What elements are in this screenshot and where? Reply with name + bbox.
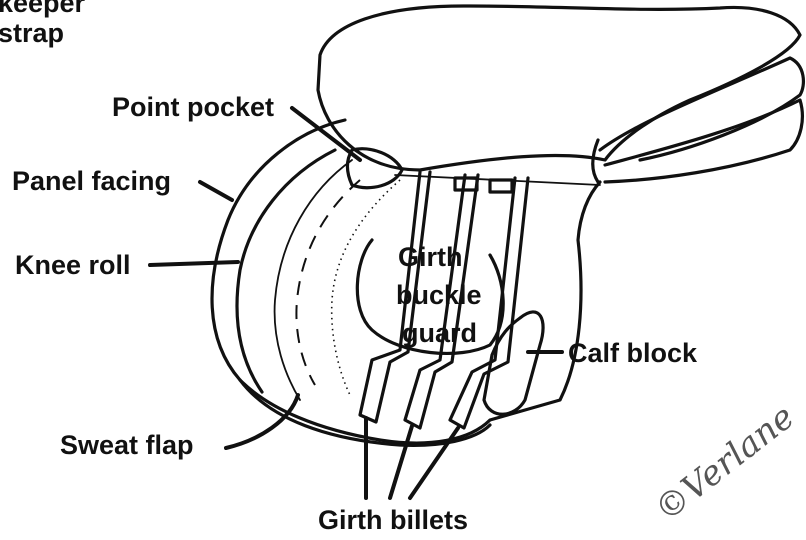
label-keeper-strap-line2: strap: [0, 18, 64, 49]
leader-knee-roll: [150, 262, 238, 265]
label-girth-buckle-guard-line3: guard: [402, 318, 477, 349]
label-knee-roll: Knee roll: [15, 250, 131, 281]
keeper-loop-2: [490, 180, 512, 192]
keeper-loop-1: [455, 178, 477, 190]
leader-panel-facing: [200, 182, 232, 200]
label-girth-billets: Girth billets: [318, 505, 468, 536]
label-keeper-strap-line1: keeper: [0, 0, 85, 19]
leader-billet-3: [410, 428, 458, 498]
knee-roll: [275, 160, 352, 400]
label-point-pocket: Point pocket: [112, 92, 274, 123]
label-girth-buckle-guard-line1: Girth: [398, 242, 463, 273]
panel-facing: [237, 150, 335, 392]
saddle-cantle: [600, 58, 803, 160]
label-calf-block: Calf block: [568, 338, 697, 369]
leader-billet-2: [390, 426, 412, 498]
label-sweat-flap: Sweat flap: [60, 430, 194, 461]
saddle-seat: [318, 6, 800, 170]
label-panel-facing: Panel facing: [12, 166, 171, 197]
calf-block: [484, 312, 543, 414]
label-girth-buckle-guard-line2: buckle: [396, 280, 482, 311]
